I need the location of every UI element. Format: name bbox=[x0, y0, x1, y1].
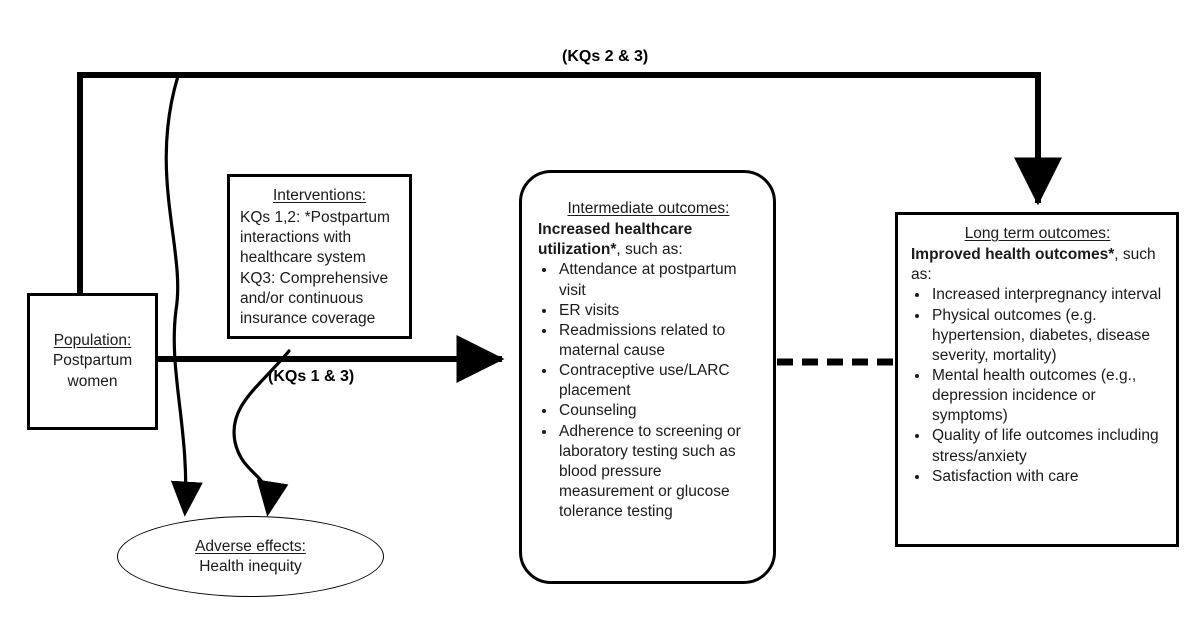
interventions-line-5: and/or continuous bbox=[240, 289, 364, 307]
population-line-2: women bbox=[67, 372, 118, 390]
list-item: ER visits bbox=[557, 301, 759, 321]
list-item: Increased interpregnancy interval bbox=[930, 285, 1164, 305]
interventions-line-3: healthcare system bbox=[240, 249, 366, 267]
interventions-body: KQs 1,2: *Postpartum interactions with h… bbox=[240, 208, 399, 329]
population-content: Population: Postpartum women bbox=[47, 331, 138, 391]
population-title: Population: bbox=[53, 332, 132, 350]
long-term-outcomes-lead: Improved health outcomes*, such as: bbox=[911, 245, 1164, 285]
node-interventions: Interventions: KQs 1,2: *Postpartum inte… bbox=[227, 174, 412, 339]
intermediate-outcomes-bullet-list: Attendance at postpartum visit ER visits… bbox=[538, 260, 759, 522]
list-item: Quality of life outcomes including stres… bbox=[930, 426, 1164, 466]
interventions-line-6: insurance coverage bbox=[240, 309, 376, 327]
edge-label-kqs-1-and-3: (KQs 1 & 3) bbox=[268, 368, 355, 385]
intermediate-outcomes-lead-rest: , such as: bbox=[616, 241, 683, 259]
edge-label-kqs-2-and-3: (KQs 2 & 3) bbox=[562, 48, 649, 65]
list-item: Readmissions related to maternal cause bbox=[557, 321, 759, 361]
list-item: Contraceptive use/LARC placement bbox=[557, 361, 759, 401]
long-term-outcomes-content: Long term outcomes: Improved health outc… bbox=[898, 215, 1176, 487]
adverse-effects-line-1: Health inequity bbox=[199, 557, 302, 575]
population-line-1: Postpartum bbox=[52, 352, 133, 370]
list-item: Counseling bbox=[557, 401, 759, 421]
interventions-line-4: KQ3: Comprehensive bbox=[240, 269, 389, 287]
interventions-title: Interventions: bbox=[272, 187, 367, 204]
intermediate-outcomes-lead: Increased healthcare utilization*, such … bbox=[538, 220, 759, 260]
intermediate-outcomes-content: Intermediate outcomes: Increased healthc… bbox=[522, 173, 773, 522]
list-item: Attendance at postpartum visit bbox=[557, 260, 759, 300]
intermediate-outcomes-lead-bold: Increased healthcare utilization* bbox=[538, 221, 693, 259]
list-item: Mental health outcomes (e.g., depression… bbox=[930, 366, 1164, 426]
long-term-outcomes-lead-bold: Improved health outcomes* bbox=[911, 246, 1115, 264]
node-population: Population: Postpartum women bbox=[27, 293, 158, 430]
interventions-line-1: KQs 1,2: *Postpartum bbox=[240, 209, 390, 227]
node-intermediate-outcomes: Intermediate outcomes: Increased healthc… bbox=[519, 170, 776, 584]
list-item: Satisfaction with care bbox=[930, 467, 1164, 487]
adverse-effects-title: Adverse effects: bbox=[195, 537, 306, 555]
node-adverse-effects: Adverse effects: Health inequity bbox=[117, 516, 384, 597]
adverse-effects-content: Adverse effects: Health inequity bbox=[195, 537, 306, 577]
intermediate-outcomes-title: Intermediate outcomes: bbox=[567, 200, 730, 217]
interventions-line-2: interactions with bbox=[240, 229, 352, 247]
list-item: Adherence to screening or laboratory tes… bbox=[557, 422, 759, 523]
edge-intervention-to-adverse-left bbox=[164, 74, 203, 517]
list-item: Physical outcomes (e.g. hypertension, di… bbox=[930, 306, 1164, 366]
long-term-outcomes-bullet-list: Increased interpregnancy interval Physic… bbox=[911, 285, 1164, 486]
interventions-content: Interventions: KQs 1,2: *Postpartum inte… bbox=[230, 177, 409, 333]
long-term-outcomes-title: Long term outcomes: bbox=[964, 225, 1111, 242]
node-long-term-outcomes: Long term outcomes: Improved health outc… bbox=[895, 212, 1179, 547]
long-term-outcomes-lead-rest: , such as: bbox=[911, 246, 1156, 284]
